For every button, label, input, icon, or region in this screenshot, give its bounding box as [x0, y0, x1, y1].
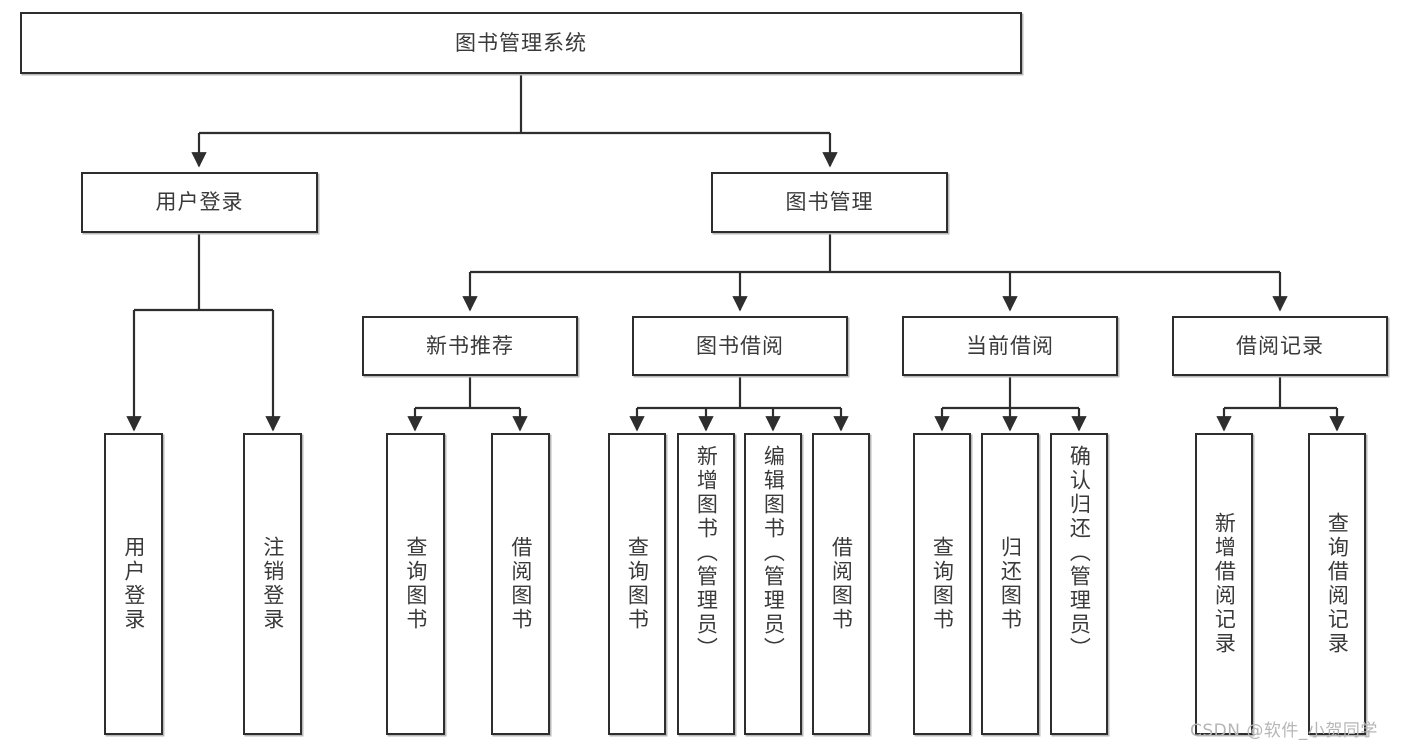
- leaf-user-login-label: 用户登录: [121, 536, 146, 632]
- leaf-query-book-2-label: 查询图书: [625, 536, 650, 632]
- leaf-edit-book[interactable]: 编辑图书（管理员）: [744, 433, 802, 735]
- node-new-book-recommend-label: 新书推荐: [426, 333, 514, 358]
- leaf-query-book-1[interactable]: 查询图书: [386, 433, 445, 735]
- leaf-borrow-book-2-label: 借阅图书: [829, 536, 854, 632]
- leaf-add-record[interactable]: 新增借阅记录: [1195, 433, 1253, 735]
- leaf-query-book-2[interactable]: 查询图书: [608, 433, 666, 735]
- watermark: CSDN @软件_小贺同学: [1190, 721, 1378, 741]
- leaf-confirm-return-label: 确认归还（管理员）: [1067, 445, 1092, 661]
- leaf-query-book-1-label: 查询图书: [403, 536, 428, 632]
- node-root-label: 图书管理系统: [455, 30, 587, 55]
- node-current-borrow-label: 当前借阅: [966, 333, 1054, 358]
- leaf-query-book-3-label: 查询图书: [930, 536, 955, 632]
- node-borrow-record-label: 借阅记录: [1236, 333, 1324, 358]
- leaf-query-book-3[interactable]: 查询图书: [913, 433, 971, 735]
- leaf-add-book[interactable]: 新增图书（管理员）: [677, 433, 735, 735]
- leaf-query-record[interactable]: 查询借阅记录: [1308, 433, 1366, 735]
- node-book-borrow[interactable]: 图书借阅: [632, 316, 848, 376]
- leaf-logout-login-label: 注销登录: [260, 536, 285, 632]
- leaf-add-book-label: 新增图书（管理员）: [694, 445, 719, 661]
- leaf-return-book-label: 归还图书: [998, 536, 1023, 632]
- node-book-management[interactable]: 图书管理: [711, 172, 948, 233]
- node-book-management-label: 图书管理: [785, 190, 874, 215]
- node-root[interactable]: 图书管理系统: [20, 12, 1022, 74]
- leaf-logout-login[interactable]: 注销登录: [243, 433, 302, 735]
- leaf-user-login[interactable]: 用户登录: [104, 433, 163, 735]
- node-borrow-record[interactable]: 借阅记录: [1172, 316, 1388, 376]
- leaf-borrow-book-1-label: 借阅图书: [508, 536, 533, 632]
- leaf-add-record-label: 新增借阅记录: [1212, 512, 1237, 656]
- leaf-borrow-book-2[interactable]: 借阅图书: [812, 433, 870, 735]
- leaf-return-book[interactable]: 归还图书: [981, 433, 1039, 735]
- leaf-query-record-label: 查询借阅记录: [1325, 512, 1350, 656]
- node-book-borrow-label: 图书借阅: [696, 333, 784, 358]
- node-user-login-label: 用户登录: [155, 190, 244, 215]
- leaf-borrow-book-1[interactable]: 借阅图书: [491, 433, 550, 735]
- node-current-borrow[interactable]: 当前借阅: [902, 316, 1118, 376]
- node-new-book-recommend[interactable]: 新书推荐: [362, 316, 578, 376]
- leaf-edit-book-label: 编辑图书（管理员）: [761, 445, 786, 661]
- leaf-confirm-return[interactable]: 确认归还（管理员）: [1050, 433, 1108, 735]
- node-user-login[interactable]: 用户登录: [81, 172, 318, 233]
